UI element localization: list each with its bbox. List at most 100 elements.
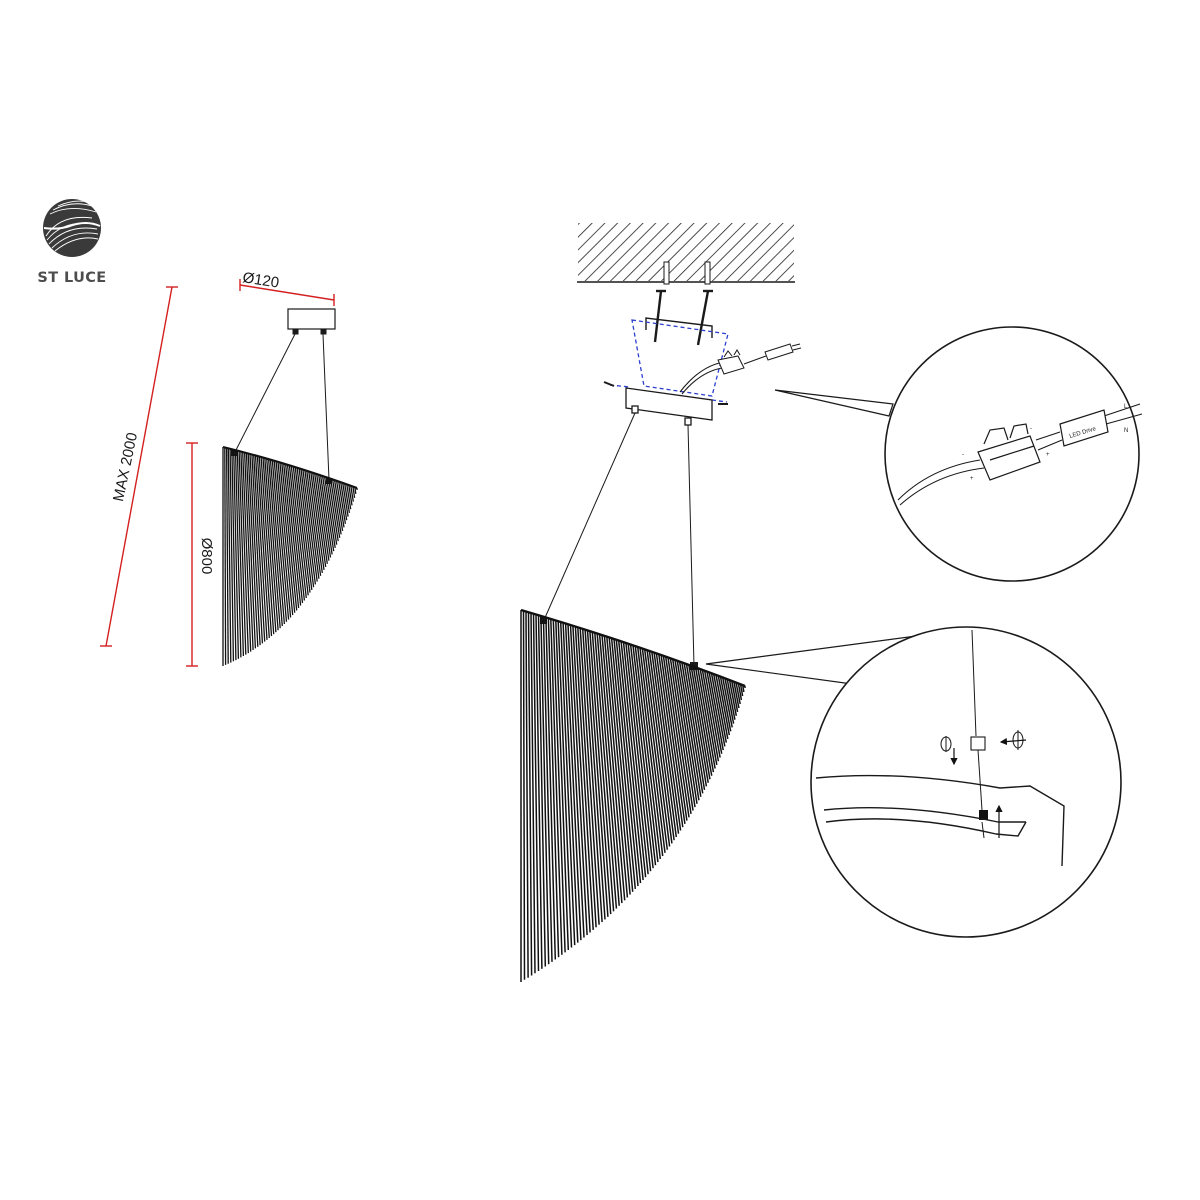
terminal-minus-right: -	[1030, 426, 1032, 432]
shade-strand	[564, 623, 582, 941]
shade-strand	[688, 664, 709, 783]
shade-strand	[327, 477, 339, 542]
shade-strand	[710, 673, 726, 747]
shade-dimension-line	[186, 442, 198, 667]
shade-strand	[577, 627, 597, 928]
shade-strand	[591, 631, 615, 912]
shade-strand	[233, 449, 240, 659]
shade-strand	[245, 452, 257, 649]
shade-strand	[737, 683, 743, 701]
shade-strand	[555, 620, 570, 951]
shade-strand	[712, 673, 728, 743]
shade-strand	[338, 481, 347, 524]
shade-strand	[229, 448, 235, 662]
shade-strand	[225, 447, 229, 664]
shade-strand	[706, 671, 723, 754]
shade-strand	[234, 450, 242, 658]
shade-strand	[242, 451, 252, 652]
shade-top-rim	[520, 608, 746, 688]
shade-strand	[249, 453, 261, 646]
shade-strand	[643, 649, 671, 847]
adjustment-detail	[705, 626, 1122, 938]
shade-strand	[724, 678, 735, 724]
shade-strand	[579, 628, 600, 925]
shade-strand	[269, 459, 286, 625]
shade-strand	[522, 610, 526, 980]
shade-strand	[627, 643, 654, 869]
led-driver-small	[743, 343, 802, 365]
shade-strand	[525, 611, 529, 978]
led-driver-box	[1059, 409, 1109, 447]
shade-strand	[636, 646, 664, 857]
shade-strand	[298, 468, 315, 588]
shade-strand	[224, 447, 227, 665]
shade-strand	[275, 461, 292, 618]
shade-strand	[350, 485, 354, 502]
shade-strand	[622, 642, 649, 875]
shade-strand	[703, 670, 721, 758]
shade-strand	[296, 467, 313, 590]
shade-strand	[625, 642, 652, 872]
shade-strand	[606, 636, 631, 895]
wall-plugs	[663, 261, 711, 285]
canopy-large	[625, 387, 713, 426]
ceiling-hatch	[577, 222, 795, 282]
shade-strand	[634, 646, 662, 860]
shade-strand	[610, 638, 637, 889]
shade-strand	[653, 652, 680, 834]
shade-strand	[279, 462, 296, 613]
shade-strand	[655, 653, 682, 831]
shade-strand	[715, 674, 729, 740]
shade-strand	[306, 470, 322, 576]
shade-strand	[262, 457, 277, 633]
shade-strand	[641, 648, 669, 850]
terminal-plus-left: +	[970, 476, 974, 482]
shade-strand	[238, 450, 247, 655]
shade-strand	[574, 626, 594, 930]
shade-strand	[651, 651, 678, 838]
shade-strand	[598, 634, 623, 904]
shade-strand	[735, 682, 741, 705]
shade-strand	[545, 617, 557, 960]
canopy-dimension-line	[239, 279, 335, 306]
terminal-plus-right: +	[1046, 452, 1050, 458]
shade-strand	[329, 478, 341, 538]
shade-strand	[302, 469, 318, 582]
shade-strand	[685, 663, 708, 787]
shade-strand	[639, 647, 666, 853]
shade-strand	[721, 677, 733, 728]
wire-n-label: N	[1124, 428, 1128, 434]
shade-strand	[697, 668, 716, 769]
shade-strand	[535, 614, 543, 969]
shade-strand	[678, 661, 702, 797]
shade-strand	[231, 449, 237, 661]
shade-strand	[674, 659, 698, 804]
shade-strand	[240, 451, 249, 654]
shade-strand	[648, 650, 675, 841]
shade-strand	[277, 461, 294, 616]
shade-strand	[739, 684, 744, 697]
shade-strand	[694, 667, 715, 773]
shade-strand	[251, 454, 264, 644]
rotate-symbols	[940, 730, 1024, 752]
shade-strand	[254, 455, 268, 640]
shade-strand	[660, 654, 686, 825]
shade-strand	[331, 479, 342, 535]
canopy	[287, 308, 336, 335]
shade-strand	[273, 460, 290, 620]
shade-strand	[292, 466, 309, 596]
wire-l-label: L	[1124, 404, 1128, 410]
shade-strand	[620, 641, 647, 878]
shade-strand	[594, 632, 618, 909]
shade-strand	[613, 638, 639, 887]
shade-strand	[264, 457, 279, 631]
shade-strand	[260, 456, 275, 635]
shade-strand	[318, 474, 332, 558]
shade-strand	[615, 639, 642, 884]
shade-strand	[567, 624, 585, 938]
shade-strand	[629, 644, 657, 866]
shade-strand	[267, 459, 283, 627]
shade-strand	[352, 486, 356, 498]
shade-strand	[304, 470, 320, 579]
shade-strand	[708, 672, 724, 751]
